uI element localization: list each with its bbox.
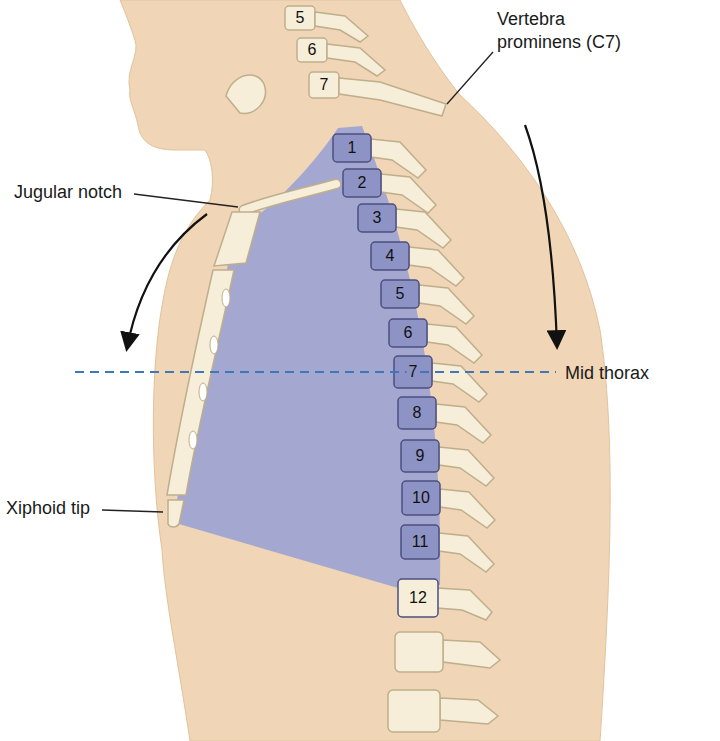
spinous-process bbox=[443, 640, 500, 668]
vertebra-number: 4 bbox=[386, 247, 395, 264]
callout-label: Jugular notch bbox=[14, 182, 122, 202]
spinous-process bbox=[427, 324, 482, 363]
clavicle bbox=[244, 184, 336, 210]
costal-cartilage bbox=[189, 431, 197, 449]
callout-label-holder: Vertebra prominens (C7) bbox=[497, 8, 647, 55]
vertebra-number-holder: 8 bbox=[413, 403, 422, 424]
vertebra-number: 10 bbox=[412, 489, 430, 506]
vertebra-number-holder: 6 bbox=[308, 40, 317, 61]
spinous-process bbox=[419, 285, 474, 324]
cervical-vertebra bbox=[297, 38, 327, 62]
thoracic-vertebra bbox=[381, 280, 419, 308]
thoracic-vertebra bbox=[398, 579, 438, 617]
spinous-process bbox=[440, 489, 495, 528]
callout-label-holder: Jugular notch bbox=[14, 181, 122, 204]
vertebra-number: 5 bbox=[396, 285, 405, 302]
thoracic-vertebra bbox=[389, 319, 427, 347]
leader-line bbox=[102, 510, 163, 512]
vertebra-number: 5 bbox=[296, 9, 305, 26]
sternum-body bbox=[167, 270, 234, 495]
vertebra-number-holder: 7 bbox=[407, 362, 420, 383]
spinous-process bbox=[439, 533, 494, 572]
callout-label: Xiphoid tip bbox=[6, 498, 90, 518]
direction-arrow bbox=[127, 214, 207, 348]
clavicle bbox=[244, 184, 336, 210]
vertebra-number-holder: 4 bbox=[386, 246, 395, 267]
mid-thorax-line bbox=[75, 371, 556, 373]
vertebra-number: 6 bbox=[404, 324, 413, 341]
vertebra-number-holder: 6 bbox=[404, 323, 413, 344]
line-label-holder: Mid thorax bbox=[565, 362, 649, 385]
thoracic-vertebra bbox=[401, 525, 439, 559]
vertebra-number-holder: 7 bbox=[320, 75, 329, 96]
vertebra-number-holder: 5 bbox=[296, 8, 305, 29]
thoracic-vertebra bbox=[401, 440, 439, 472]
costal-cartilage bbox=[222, 289, 230, 307]
callout-label: Vertebra prominens (C7) bbox=[497, 9, 621, 52]
vertebra-number-holder: 5 bbox=[396, 284, 405, 305]
vertebra-number: 1 bbox=[348, 139, 357, 156]
spinous-process bbox=[440, 698, 498, 724]
thoracic-vertebra bbox=[402, 481, 440, 515]
spinous-process bbox=[436, 404, 491, 443]
vertebra-number: 11 bbox=[412, 533, 429, 550]
mandible-bone bbox=[226, 75, 265, 113]
thoracic-vertebra bbox=[343, 169, 381, 197]
vertebra-number: 3 bbox=[373, 209, 382, 226]
xiphoid-process bbox=[168, 500, 184, 527]
spinous-process bbox=[437, 588, 492, 620]
vertebra-number: 8 bbox=[413, 404, 422, 421]
spinous-process bbox=[439, 447, 494, 486]
vertebra-number-holder: 2 bbox=[358, 173, 367, 194]
leader-line bbox=[134, 194, 238, 207]
vertebra-number: 6 bbox=[308, 41, 317, 58]
cervical-vertebra bbox=[309, 72, 339, 98]
spinous-process bbox=[339, 78, 446, 116]
spinous-process bbox=[432, 363, 487, 402]
costal-cartilage bbox=[210, 336, 218, 354]
lumbar-vertebra bbox=[395, 632, 443, 672]
body-silhouette bbox=[120, 0, 610, 741]
manubrium bbox=[214, 212, 260, 266]
vertebra-number: 9 bbox=[416, 447, 425, 464]
vertebra-number-holder: 9 bbox=[416, 446, 425, 467]
vertebra-number-holder: 11 bbox=[412, 532, 429, 553]
thoracic-vertebra bbox=[398, 397, 436, 429]
vertebra-number-holder: 12 bbox=[409, 588, 427, 609]
lumbar-vertebra bbox=[388, 690, 440, 732]
vertebra-number: 2 bbox=[358, 174, 367, 191]
vertebra-number: 7 bbox=[407, 363, 420, 380]
thoracic-vertebra bbox=[333, 134, 371, 162]
leader-line bbox=[447, 52, 493, 104]
vertebra-number-holder: 1 bbox=[348, 138, 357, 159]
spinous-process bbox=[327, 44, 385, 76]
costal-cartilage bbox=[199, 383, 207, 401]
vertebra-number-holder: 10 bbox=[412, 488, 430, 509]
vertebra-number: 12 bbox=[409, 589, 427, 606]
cervical-vertebra bbox=[285, 6, 315, 30]
thoracic-vertebra bbox=[358, 204, 396, 232]
thoracic-vertebrae bbox=[333, 134, 440, 559]
spinous-process bbox=[315, 12, 368, 42]
thoracic-vertebra bbox=[371, 242, 409, 270]
callout-label-holder: Xiphoid tip bbox=[6, 497, 90, 520]
direction-arrow bbox=[525, 125, 557, 346]
line-label: Mid thorax bbox=[565, 363, 649, 383]
vertebra-number: 7 bbox=[320, 76, 329, 93]
vertebra-number-holder: 3 bbox=[373, 208, 382, 229]
